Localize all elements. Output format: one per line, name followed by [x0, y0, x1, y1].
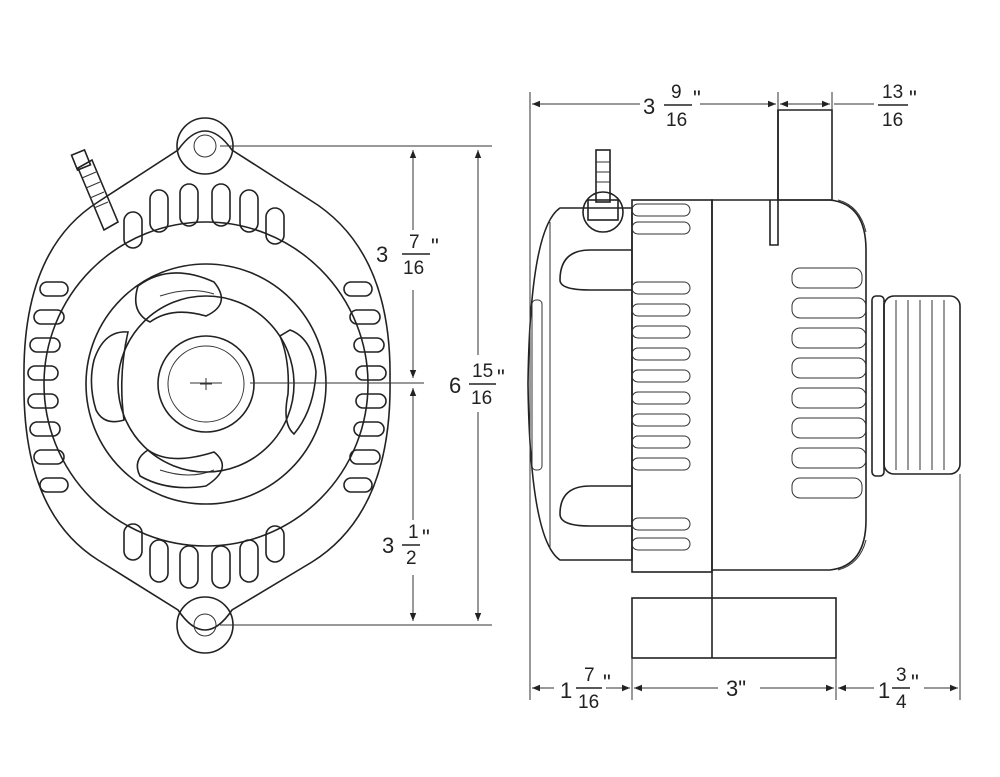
dim-side-bottom-mid-text: 3": [726, 676, 746, 701]
dim-side-top-width: 3 9 16 ": [643, 82, 701, 131]
dim-front-upper-num: 7: [409, 232, 420, 253]
bottom-vents: [123, 523, 285, 589]
pulley: [871, 295, 961, 477]
front-view: [23, 117, 492, 654]
rear-cap: [527, 207, 633, 561]
dim-side-top-width-unit: ": [693, 86, 701, 111]
dim-side-top-width-num: 9: [671, 82, 682, 103]
dim-front-upper: 3 7 16 ": [376, 232, 439, 279]
front-fins: [791, 267, 867, 499]
dim-front-lower-unit: ": [422, 525, 430, 550]
dim-side-top-right-num: 13: [882, 82, 903, 103]
dim-front-upper-den: 16: [403, 258, 424, 279]
dim-side-bottom-left-whole: 1: [560, 678, 572, 703]
stator-fins: [631, 203, 691, 551]
dim-front-total-num: 15: [472, 361, 493, 382]
dim-side-top-width-den: 16: [666, 110, 687, 131]
bottom-mount-boss: [631, 597, 837, 659]
dim-side-bottom-mid: 3": [726, 676, 746, 701]
dim-side-bottom-right-num: 3: [896, 665, 907, 686]
dim-front-upper-unit: ": [431, 234, 439, 259]
dim-side-bottom-left-num: 7: [584, 665, 595, 686]
front-shroud: [43, 221, 369, 547]
terminal-stud: [70, 148, 120, 232]
dim-front-lower: 3 1 2 ": [382, 522, 430, 569]
dim-front-total-whole: 6: [449, 373, 461, 398]
dim-side-bottom-right-unit: ": [911, 670, 919, 695]
top-vents: [123, 183, 285, 249]
dim-front-lower-num: 1: [408, 522, 419, 543]
dim-front-total: 6 15 16 ": [449, 361, 505, 409]
dim-side-bottom-right-den: 4: [896, 692, 907, 713]
hub: [117, 295, 295, 473]
dim-side-bottom-right: 1 3 4 ": [878, 665, 919, 713]
left-vents: [27, 281, 69, 493]
right-vents: [343, 281, 387, 493]
side-view: [527, 92, 961, 700]
dim-side-top-right: 13 16 ": [878, 82, 917, 131]
front-housing: [711, 199, 867, 571]
dim-side-bottom-left-unit: ": [603, 670, 611, 695]
dim-side-bottom-right-whole: 1: [878, 678, 890, 703]
dim-front-total-den: 16: [471, 388, 492, 409]
dim-front-total-unit: ": [497, 365, 505, 390]
top-mount-boss: [777, 109, 833, 201]
dim-front-lower-whole: 3: [382, 533, 394, 558]
dim-side-top-right-den: 16: [882, 110, 903, 131]
dim-side-bottom-left: 1 7 16 ": [560, 665, 611, 713]
dim-front-lower-den: 2: [406, 548, 417, 569]
side-terminal-stud: [582, 149, 624, 233]
dim-side-top-right-unit: ": [909, 86, 917, 111]
dim-front-upper-whole: 3: [376, 242, 388, 267]
dim-side-top-width-whole: 3: [643, 94, 655, 119]
dim-side-bottom-left-den: 16: [578, 692, 599, 713]
stator: [631, 199, 713, 573]
